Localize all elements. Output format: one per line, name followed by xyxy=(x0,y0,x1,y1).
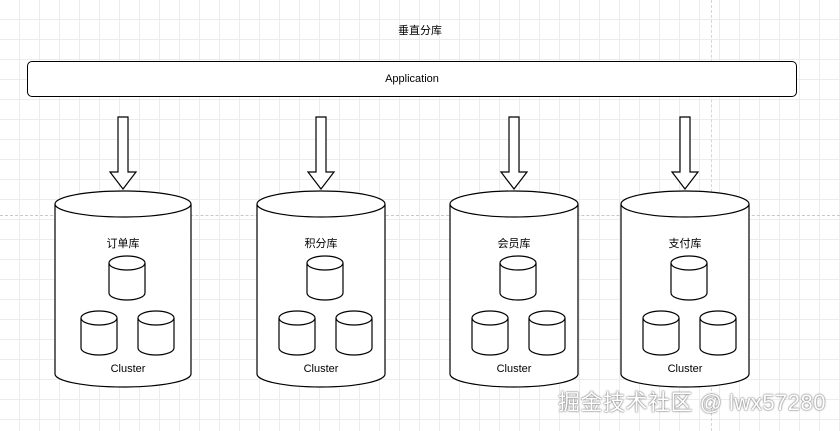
db-node-icon-points-2 xyxy=(278,310,316,356)
db-node-icon-order-1 xyxy=(108,255,146,301)
cluster-label-points: Cluster xyxy=(303,363,339,375)
arrow-member xyxy=(499,116,529,190)
db-node-icon-payment-3 xyxy=(699,310,737,356)
cluster-label-payment: Cluster xyxy=(667,363,703,375)
db-name-points: 积分库 xyxy=(304,238,338,250)
arrow-order xyxy=(108,116,138,190)
db-node-icon-points-3 xyxy=(335,310,373,356)
db-name-payment: 支付库 xyxy=(668,238,702,250)
db-node-icon-order-2 xyxy=(80,310,118,356)
db-node-icon-member-1 xyxy=(499,255,537,301)
db-node-icon-points-1 xyxy=(306,255,344,301)
guide-line-horizontal xyxy=(0,215,840,216)
db-node-icon-member-2 xyxy=(471,310,509,356)
db-name-member: 会员库 xyxy=(497,238,531,250)
db-name-order: 订单库 xyxy=(106,238,140,250)
db-node-icon-order-3 xyxy=(137,310,175,356)
cluster-label-order: Cluster xyxy=(110,363,146,375)
db-node-icon-payment-2 xyxy=(642,310,680,356)
db-node-icon-member-3 xyxy=(528,310,566,356)
cluster-label-member: Cluster xyxy=(496,363,532,375)
application-box: Application xyxy=(27,61,797,97)
arrow-payment xyxy=(670,116,700,190)
diagram-title: 垂直分库 xyxy=(398,25,442,37)
arrow-points xyxy=(306,116,336,190)
db-node-icon-payment-1 xyxy=(670,255,708,301)
watermark: 掘金技术社区 @ lwx57280 xyxy=(557,390,826,415)
application-label: Application xyxy=(385,73,439,85)
